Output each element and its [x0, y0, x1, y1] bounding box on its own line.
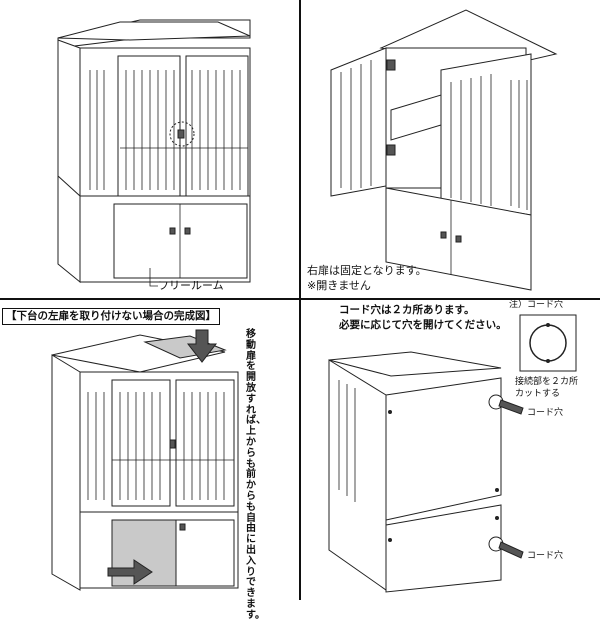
- cabinet-front-closed-illustration: [57, 19, 251, 287]
- cord-hole-note-title: 注）コード穴: [509, 300, 564, 310]
- free-room-label: フリールーム: [158, 279, 224, 292]
- cord-hole-callout-lower: コード穴: [527, 551, 564, 561]
- cord-hole-detail-illustration: [519, 314, 577, 372]
- panel-bottom-left: 【下台の左扉を取り付けない場合の完成図】 移動扉を開放すれば、: [0, 300, 298, 621]
- panel-bottom-right: コード穴は２カ所あります。 必要に応じて穴を開けてください。 注）コード穴 接続…: [301, 300, 600, 600]
- panel-top-right: 右扉は固定となります。 ※開きません: [301, 0, 600, 297]
- cut-note-line-1: 接続部を２カ所: [515, 377, 579, 387]
- horizontal-divider: [0, 298, 600, 300]
- cord-hole-heading-2: 必要に応じて穴を開けてください。: [339, 319, 507, 331]
- completed-diagram-title: 【下台の左扉を取り付けない場合の完成図】: [2, 308, 220, 326]
- cord-hole-callout-upper: コード穴: [527, 408, 564, 418]
- vertical-divider: [299, 0, 301, 600]
- panel-top-left: フリールーム: [0, 0, 298, 297]
- cabinet-front-open-illustration: [330, 9, 558, 291]
- sliding-door-vertical-text: 移動扉を開放すれば、上からも前からも自由に出入りできます。: [246, 329, 266, 621]
- cord-hole-heading-1: コード穴は２カ所あります。: [339, 304, 475, 316]
- does-not-open-caption: ※開きません: [307, 279, 371, 292]
- right-door-fixed-caption: 右扉は固定となります。: [307, 264, 427, 277]
- cabinet-rear-view-illustration: [328, 351, 524, 593]
- cabinet-without-left-door-illustration: [51, 329, 239, 591]
- cut-note-line-2: カットする: [515, 389, 561, 399]
